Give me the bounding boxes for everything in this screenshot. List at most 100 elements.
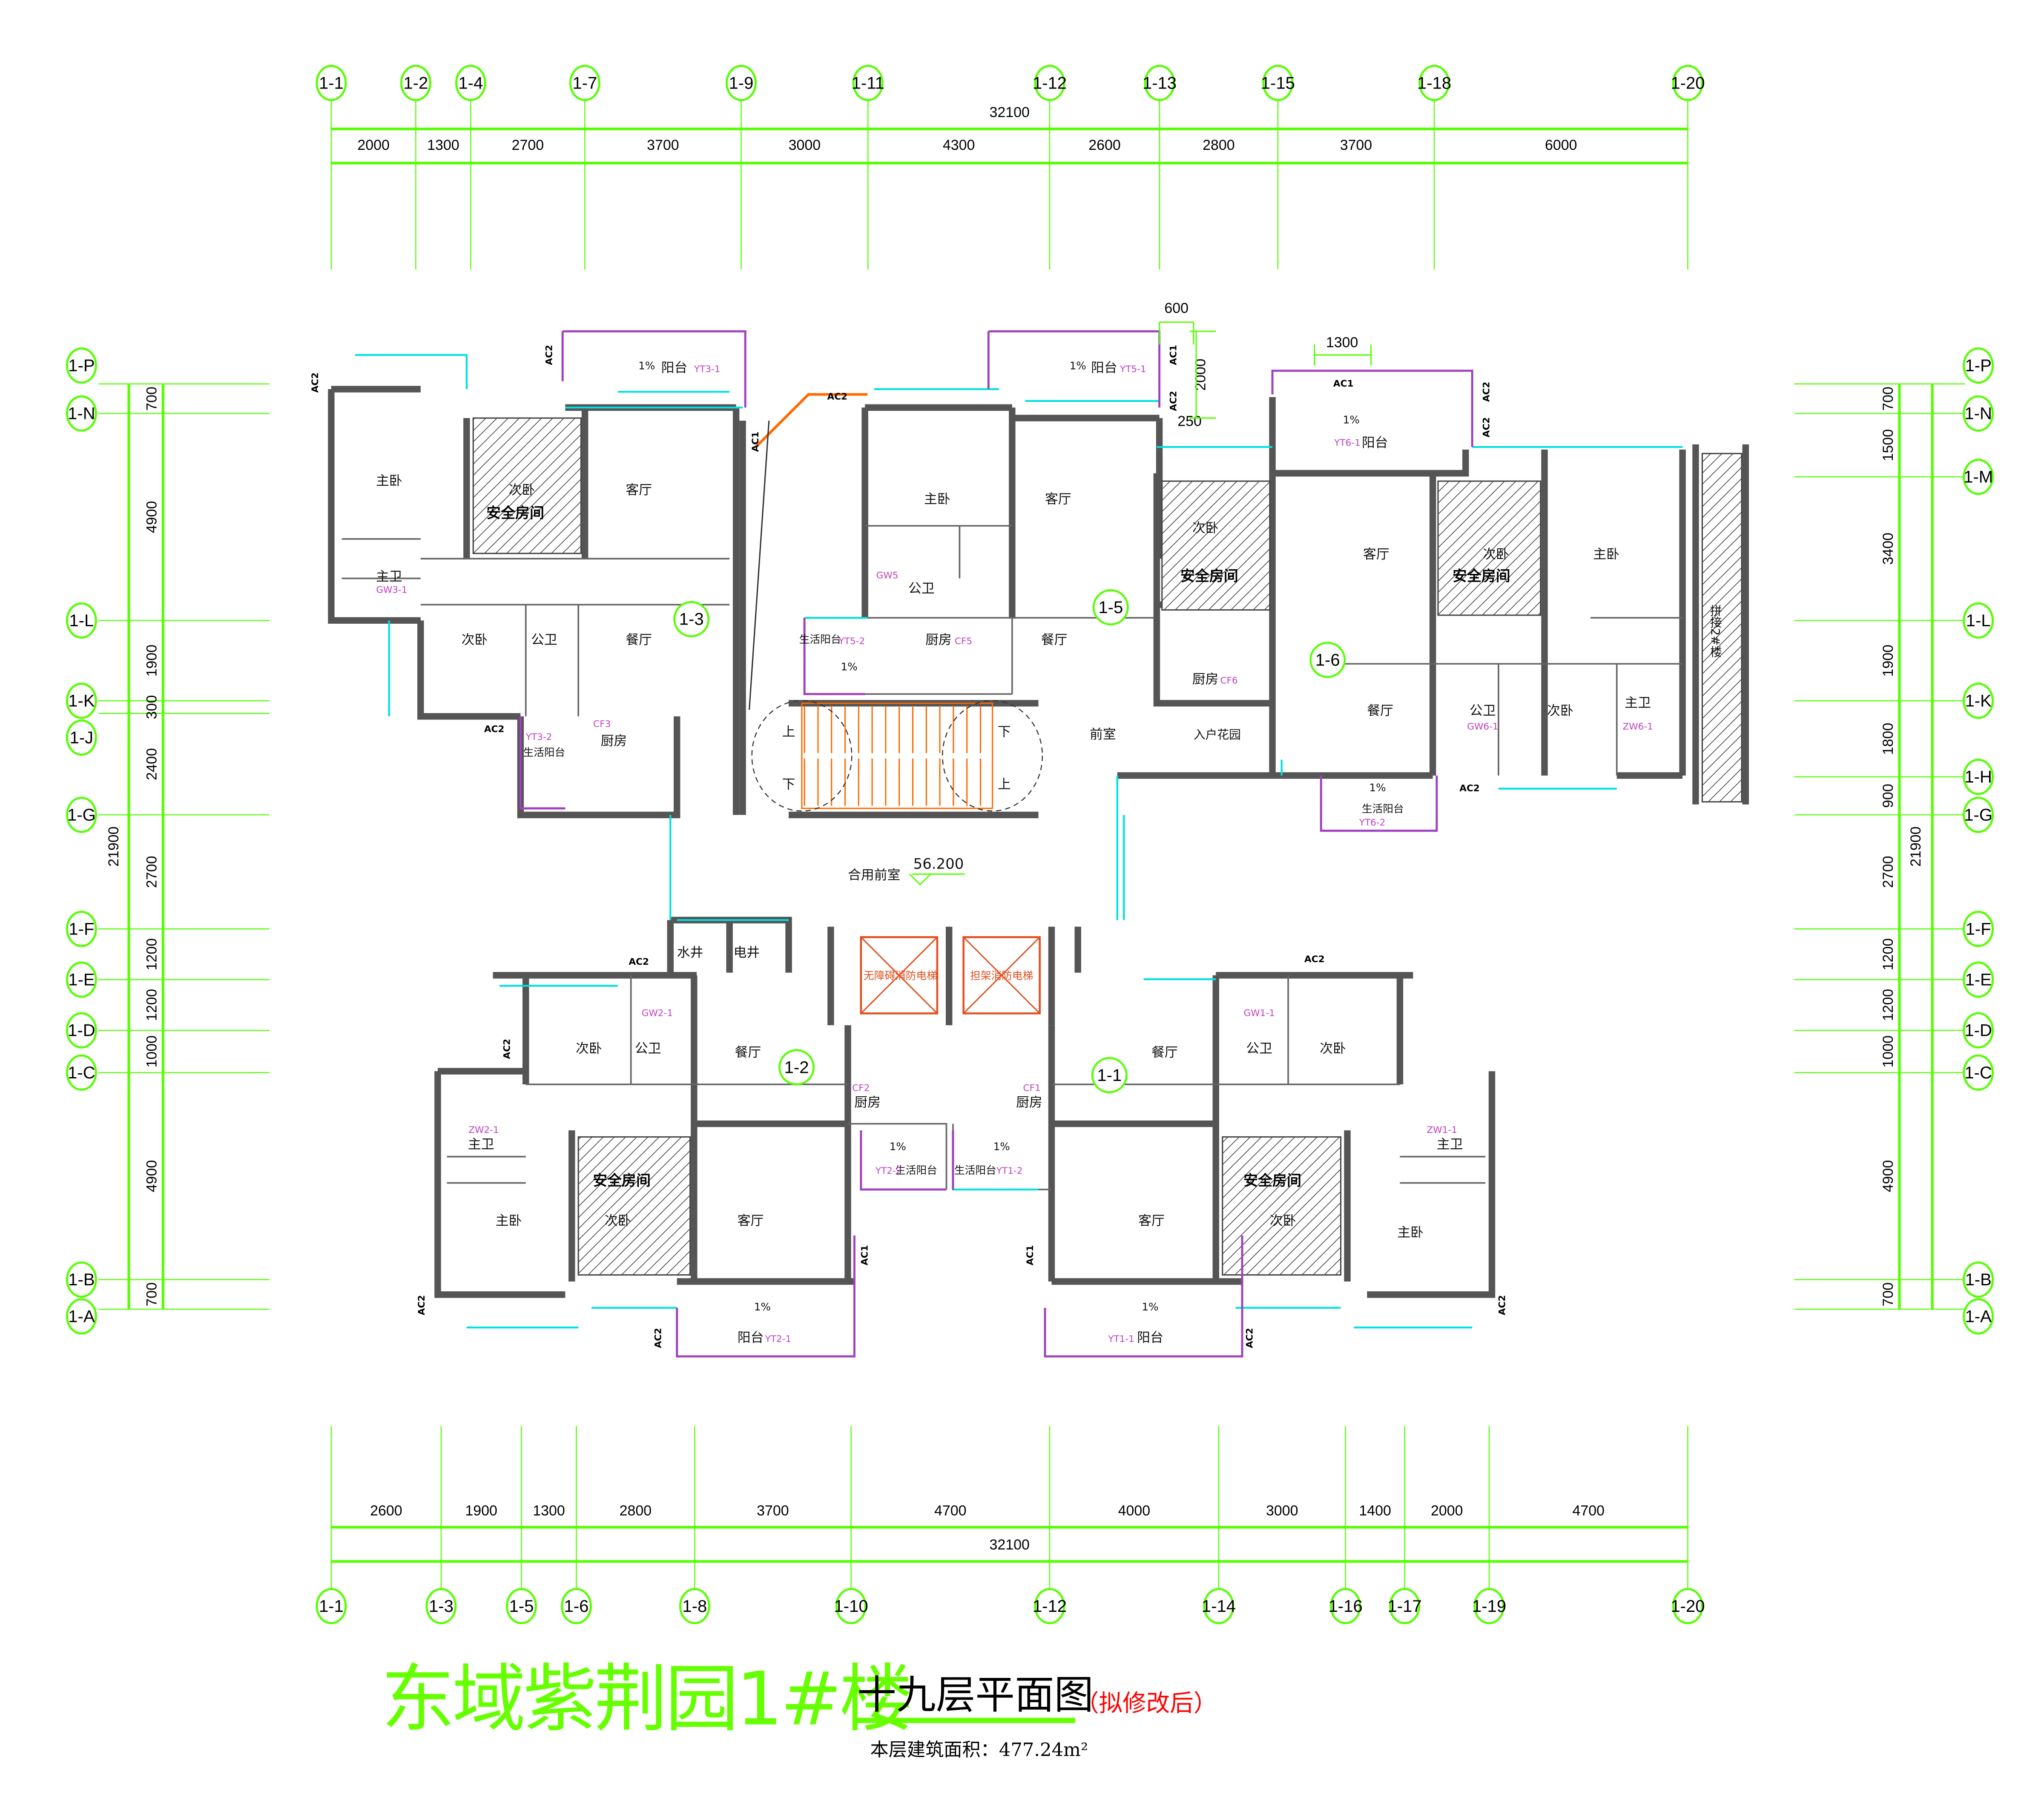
axis-bubble xyxy=(316,65,347,101)
room-kitchen: 厨房 xyxy=(854,1095,881,1110)
segment-dim-label: 1000 xyxy=(1880,1035,1896,1068)
ac-label: AC2 xyxy=(653,1328,664,1348)
elevation-label: 56.200 xyxy=(913,856,964,873)
code-label: CF6 xyxy=(1220,676,1238,686)
axis-label: 1-5 xyxy=(509,1597,534,1616)
code-label: GW6-1 xyxy=(1467,722,1498,732)
segment-dim-label: 1000 xyxy=(144,1035,160,1068)
ac-label: AC2 xyxy=(1245,1328,1255,1348)
axis-bubble xyxy=(1963,602,1994,639)
axis-label: 1-1 xyxy=(319,1597,344,1616)
axis-label: 1-16 xyxy=(1328,1597,1362,1616)
room-living: 客厅 xyxy=(1045,492,1071,507)
segment-dim-label: 2800 xyxy=(620,1502,652,1519)
room-dining: 餐厅 xyxy=(1151,1045,1178,1060)
segment-dim-label: 1400 xyxy=(1359,1502,1391,1519)
stair-down-label: 下 xyxy=(782,777,795,792)
room-living: 客厅 xyxy=(626,482,652,498)
axis-label: 1-19 xyxy=(1472,1597,1506,1616)
segment-dim-label: 4900 xyxy=(144,1160,160,1193)
axis-bubble xyxy=(66,911,97,947)
axis-bubble xyxy=(726,65,757,101)
room-utility-balcony: 生活阳台 xyxy=(523,746,566,758)
code-label: CF1 xyxy=(1023,1083,1041,1093)
title-block: 东域紫荆园1#楼 十九层平面图 （拟修改后） 本层建筑面积：477.24m² xyxy=(381,1656,1217,1760)
room-utility-balcony: 生活阳台 xyxy=(799,633,841,645)
segment-dim-label: 1300 xyxy=(533,1502,565,1519)
segment-dim-label: 700 xyxy=(1880,387,1896,411)
unit-bubble xyxy=(778,1049,815,1086)
axis-label: 1-M xyxy=(1964,467,1993,487)
room-public-bath: 公卫 xyxy=(635,1041,661,1056)
axis-label: 1-A xyxy=(1965,1307,1992,1326)
stair-up-label: 上 xyxy=(782,724,795,740)
axis-bubble xyxy=(1262,65,1294,101)
room-entry-garden: 入户花园 xyxy=(1194,728,1241,742)
axis-label: 1-A xyxy=(68,1307,95,1326)
segment-dim-label: 700 xyxy=(1880,1282,1896,1307)
room-master-bath: 主卫 xyxy=(1437,1137,1463,1152)
axis-label: 1-F xyxy=(1966,919,1991,938)
axis-label: 1-K xyxy=(68,691,95,711)
segment-dim-label: 3400 xyxy=(1880,533,1896,565)
code-label: GW5 xyxy=(876,570,899,581)
axis-label: 1-9 xyxy=(729,73,754,92)
room-front-room: 前室 xyxy=(1090,727,1116,742)
room-balcony: 阳台 xyxy=(661,360,688,376)
room-second-bed: 次卧 xyxy=(1320,1041,1346,1056)
axis-label: 1-F xyxy=(69,919,94,938)
safe-room-hatch-1-6b xyxy=(1437,480,1542,616)
axis-bubble xyxy=(1672,1588,1703,1625)
segment-dim-label: 1900 xyxy=(144,645,160,677)
room-living: 客厅 xyxy=(738,1213,764,1228)
room-public-bath: 公卫 xyxy=(531,632,557,648)
segment-dim-label: 3700 xyxy=(757,1502,789,1519)
axis-bubble xyxy=(1963,395,1994,432)
code-label: CF5 xyxy=(955,636,972,647)
room-utility-balcony: 生活阳台 xyxy=(1362,803,1404,815)
safe-room-hatch-1-3 xyxy=(472,417,582,554)
slope-label: 1% xyxy=(890,1140,906,1152)
axis-bubble xyxy=(1963,1261,1994,1298)
stair-up-label: 上 xyxy=(998,777,1011,792)
ac-label: AC1 xyxy=(1025,1245,1036,1265)
segment-dim-label: 2000 xyxy=(1431,1502,1463,1519)
room-master-bed: 主卧 xyxy=(1593,547,1619,562)
unit-label: 1-1 xyxy=(1097,1066,1122,1085)
axis-bubble xyxy=(506,1588,537,1625)
room-water-shaft: 水井 xyxy=(677,945,703,960)
axis-bubble xyxy=(66,797,97,833)
axis-label: 1-L xyxy=(69,611,94,630)
room-living: 客厅 xyxy=(1138,1213,1165,1228)
slope-label: 1% xyxy=(993,1140,1010,1152)
dim-label: 250 xyxy=(1177,413,1202,429)
room-balcony: 阳台 xyxy=(1362,435,1388,450)
code-label: YT2-2 xyxy=(875,1166,902,1176)
axis-bubble xyxy=(561,1588,592,1625)
room-living: 客厅 xyxy=(1363,547,1389,562)
unit-bubble xyxy=(1091,1057,1128,1093)
axis-bubble xyxy=(1963,459,1994,495)
segment-dim-label: 4700 xyxy=(1573,1502,1605,1519)
axis-label: 1-G xyxy=(67,805,96,824)
room-public-bath: 公卫 xyxy=(1246,1041,1272,1056)
axis-label: 1-H xyxy=(1964,767,1992,786)
room-public-bath: 公卫 xyxy=(1470,703,1496,719)
room-master-bed: 主卧 xyxy=(924,492,950,507)
room-kitchen: 厨房 xyxy=(1192,672,1219,687)
area-value: 477.24m² xyxy=(999,1739,1088,1760)
axis-bubble xyxy=(425,1588,457,1625)
axis-bubble xyxy=(1963,961,1994,998)
segment-dim-label: 1900 xyxy=(1880,645,1896,677)
segment-dim-label: 4700 xyxy=(934,1502,967,1519)
core: 合用前室 56.200 水井 电井 无障碍消防电梯 担架消防电梯 xyxy=(677,856,1033,982)
room-shared-front-room: 合用前室 xyxy=(848,867,900,883)
segment-dim-label: 4300 xyxy=(943,137,975,153)
axis-label: 1-E xyxy=(68,970,95,989)
code-label: GW2-1 xyxy=(642,1008,673,1018)
ac-label: AC2 xyxy=(544,345,554,365)
room-balcony: 阳台 xyxy=(738,1330,764,1345)
axis-bubble xyxy=(66,1054,97,1091)
axis-label: 1-2 xyxy=(403,73,428,92)
